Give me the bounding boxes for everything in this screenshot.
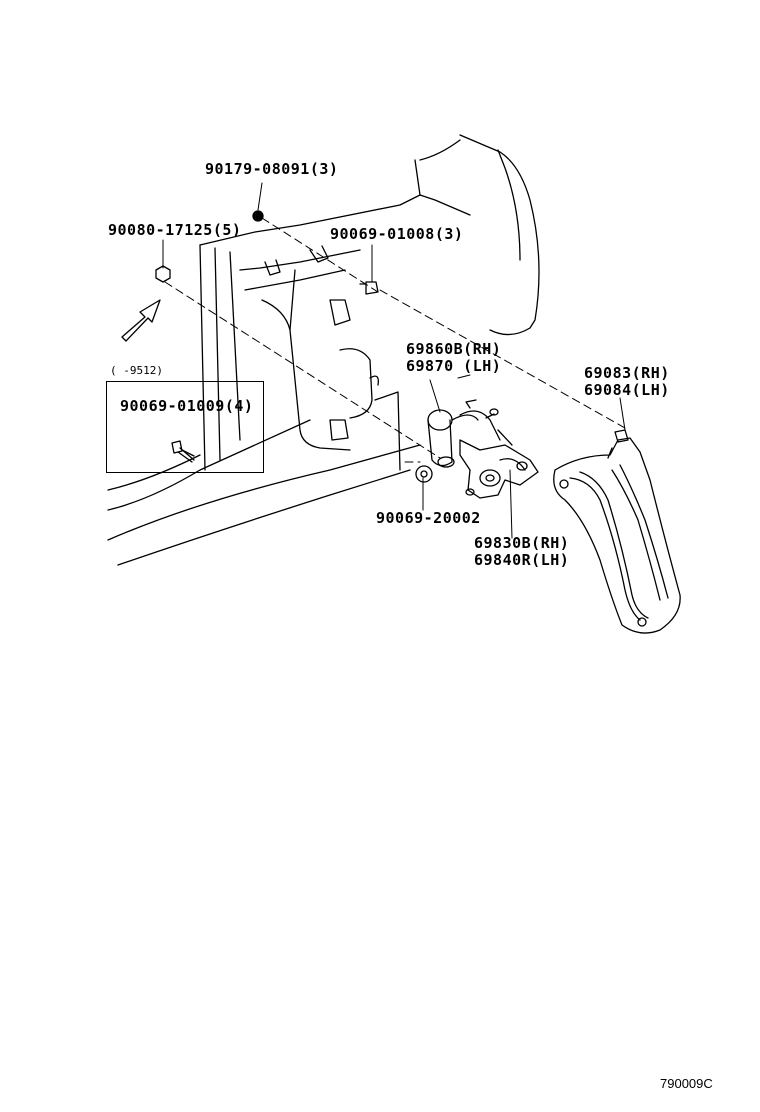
leader-lines [164, 217, 626, 463]
label-69083: 69083(RH) [584, 364, 670, 382]
inset-box [106, 381, 264, 473]
bolt-90069-01008-icon [359, 281, 379, 295]
glass-run-channel [553, 429, 681, 634]
label-90069-01009: 90069-01009(4) [120, 397, 254, 415]
inner-door-frame [239, 245, 401, 471]
label-90069-01008: 90069-01008(3) [330, 225, 464, 243]
nut-90179-icon [252, 210, 264, 222]
figure-code: 790009C [660, 1076, 713, 1091]
nut-90080-icon [155, 265, 171, 283]
door-body-outline [107, 134, 540, 566]
callout-lines [162, 182, 626, 539]
window-regulator [459, 429, 539, 499]
label-90080-17125: 90080-17125(5) [108, 221, 242, 239]
label-90179-08091: 90179-08091(3) [205, 160, 339, 178]
window-motor [427, 399, 501, 468]
label-69830B: 69830B(RH) [474, 534, 570, 552]
nut-90069-20002-icon [415, 465, 433, 483]
label-69840R: 69840R(LH) [474, 551, 570, 569]
bolt-90069-01009-icon [171, 440, 195, 463]
label-69084: 69084(LH) [584, 381, 670, 399]
label-69870: 69870 (LH) [406, 357, 502, 375]
label-inset-range: ( -9512) [110, 364, 163, 377]
direction-arrow-icon [121, 299, 161, 342]
label-69860B: 69860B(RH) [406, 340, 502, 358]
label-90069-20002: 90069-20002 [376, 509, 481, 527]
